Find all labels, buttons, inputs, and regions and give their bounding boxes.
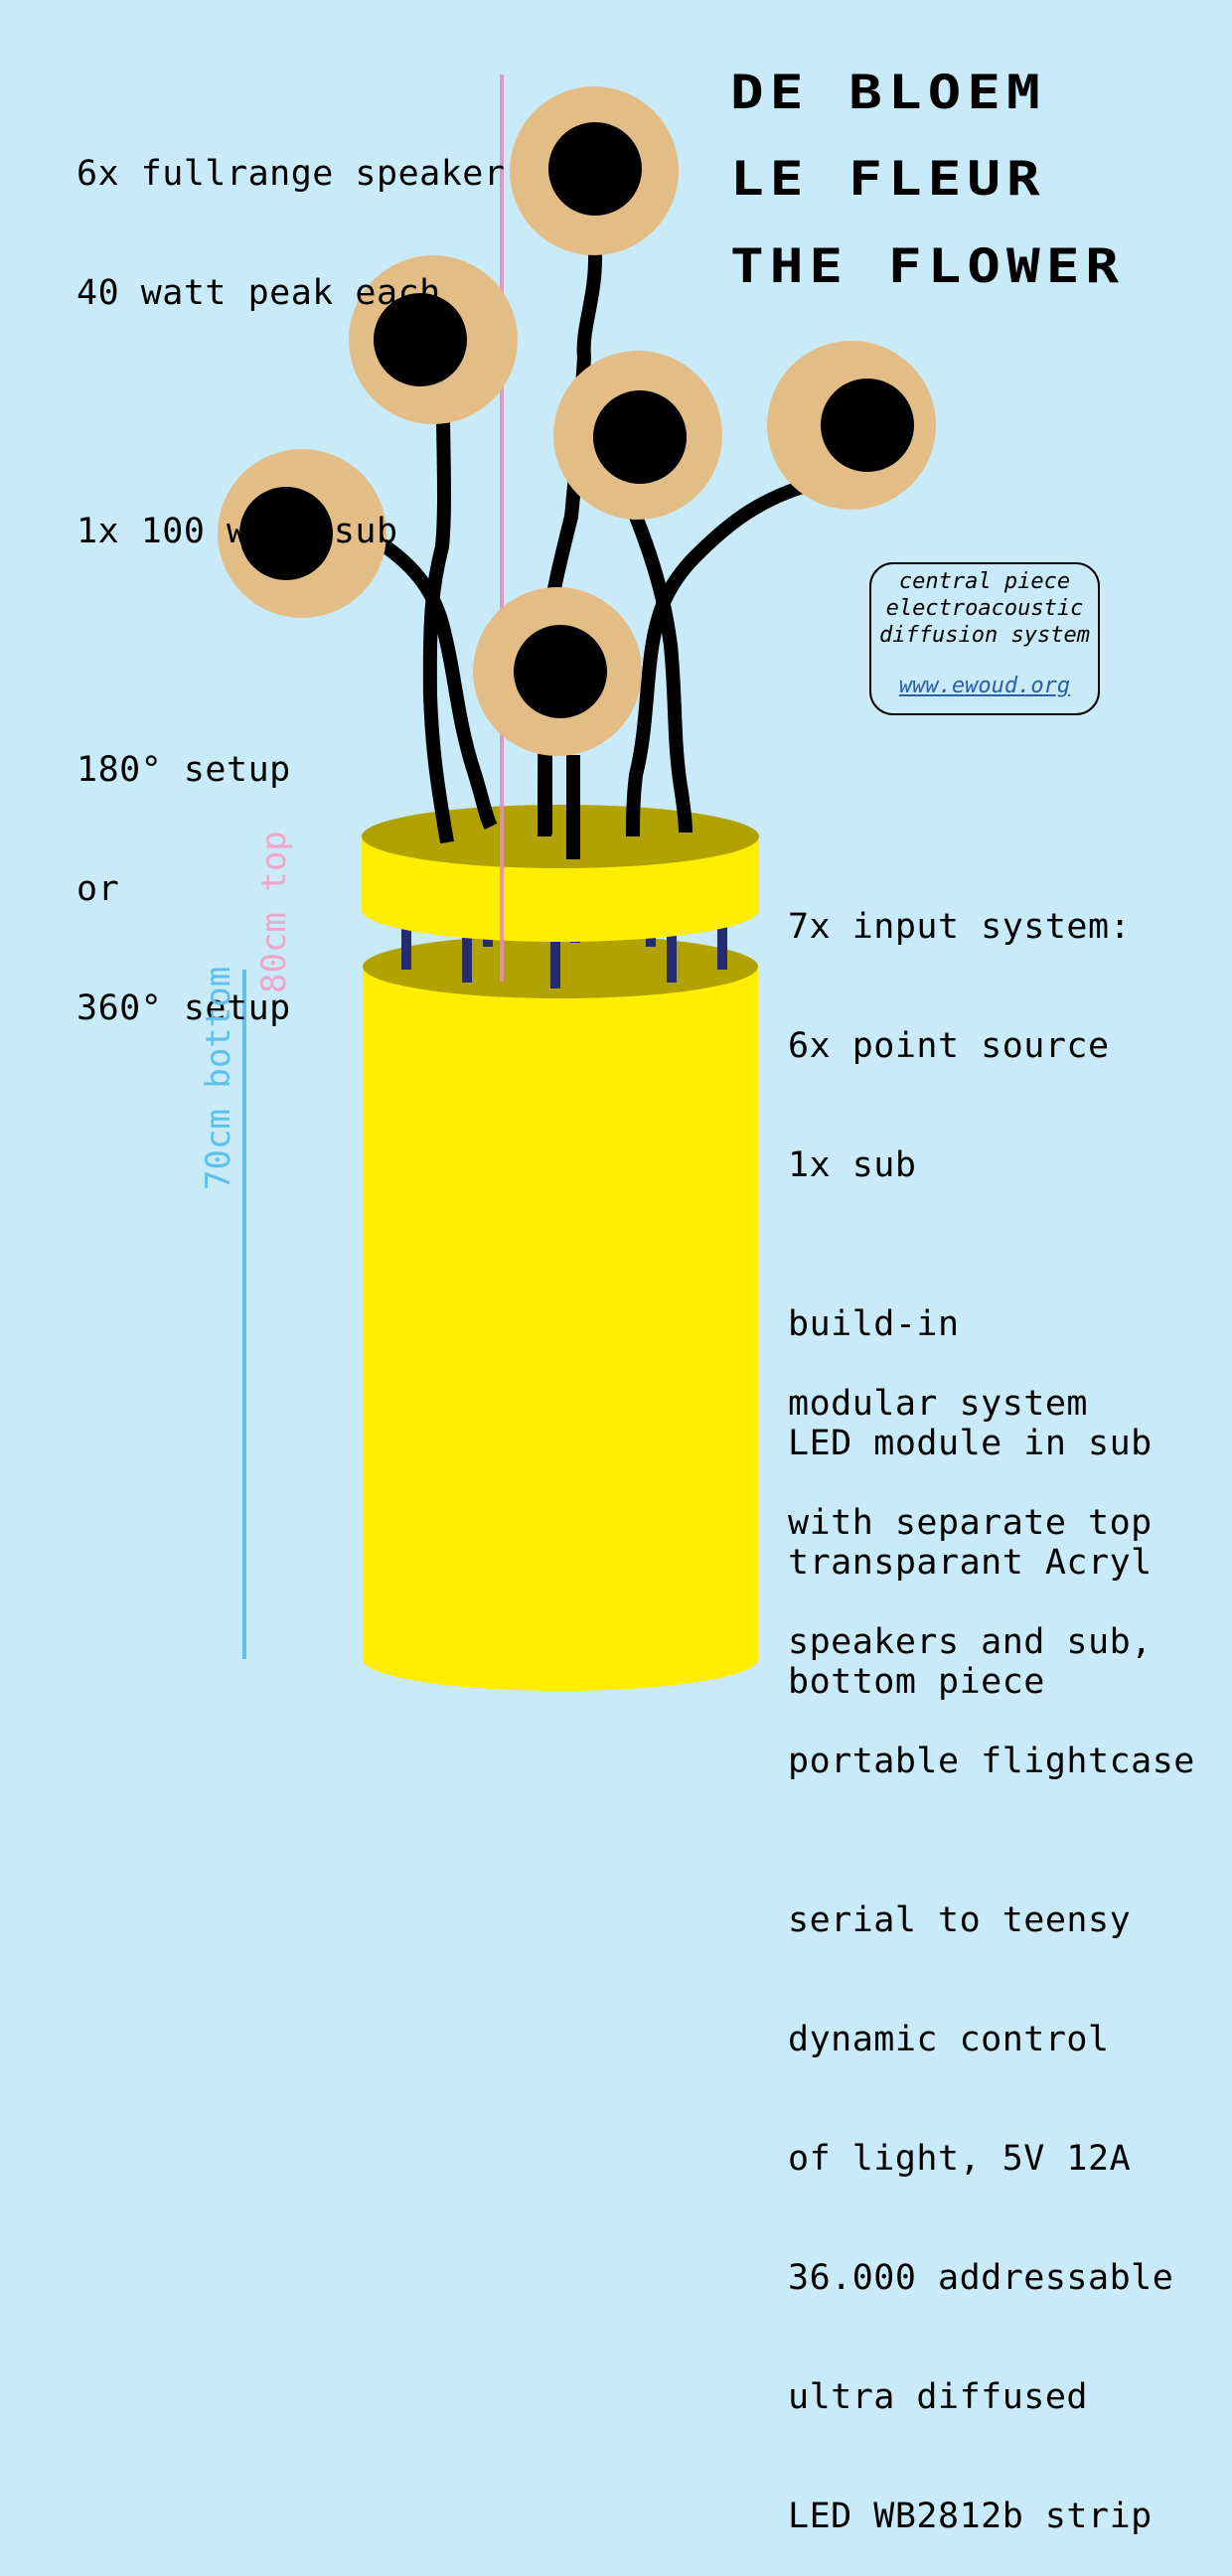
speaker-icon	[767, 341, 936, 510]
spec-line: 40 watt peak each	[77, 273, 441, 313]
spec-line: of light, 5V 12A	[788, 2139, 1132, 2179]
spec-line: serial to teensy	[788, 1900, 1132, 1940]
title-english: THE FLOWER	[730, 238, 1126, 294]
spec-line: 1x 100 watt sub	[77, 512, 398, 551]
speakers	[218, 86, 936, 756]
info-box: central piece electroacoustic diffusion …	[869, 562, 1100, 715]
spec-line: 6x fullrange speaker	[77, 154, 506, 194]
spec-line	[77, 392, 505, 432]
spec-line: 360° setup	[77, 988, 291, 1028]
speaker-icon	[473, 587, 642, 756]
spec-line	[77, 631, 505, 671]
title-dutch: DE BLOEM	[730, 65, 1046, 120]
info-line: central piece	[898, 569, 1071, 594]
spec-line: 180° setup	[77, 750, 291, 790]
speaker-specs: 6x fullrange speaker 40 watt peak each 1…	[77, 75, 505, 1068]
spec-line: LED WB2812b strip	[788, 2497, 1153, 2536]
speaker-icon	[510, 86, 679, 255]
top-cylinder	[362, 805, 759, 942]
info-line: diffusion system	[879, 623, 1090, 648]
speaker-icon	[218, 449, 386, 618]
stem	[629, 514, 693, 833]
sub-cylinder	[363, 935, 758, 1691]
stem	[626, 480, 806, 837]
spec-line: 36.000 addressable	[788, 2258, 1174, 2298]
speaker-icon	[553, 351, 722, 520]
top-cylinder-top	[362, 805, 759, 868]
website-link[interactable]: www.ewoud.org	[898, 674, 1071, 698]
spec-line: 6x point source	[788, 1026, 1110, 1066]
spec-line: speakers and sub,	[788, 1622, 1153, 1662]
spec-line: dynamic control	[788, 2020, 1110, 2059]
spec-line: ultra diffused	[788, 2377, 1089, 2417]
spec-line: 7x input system:	[788, 907, 1132, 947]
spec-line: bottom piece	[788, 1662, 1045, 1702]
top-height-label: 80cm top	[254, 831, 294, 993]
spec-line	[788, 1781, 1173, 1821]
speaker-icon	[349, 255, 518, 424]
bottom-height-label: 70cm bottom	[199, 966, 238, 1190]
spec-line: or	[77, 869, 120, 909]
led-specs: build-in LED module in sub transparant A…	[788, 1225, 1173, 2576]
flower-illustration	[218, 75, 936, 1691]
stem	[374, 535, 498, 831]
spec-line: with separate top	[788, 1503, 1153, 1543]
info-line: electroacoustic	[885, 596, 1084, 621]
spec-line: build-in	[788, 1304, 960, 1344]
title-french: LE FLEUR	[730, 151, 1046, 207]
spec-line: modular system	[788, 1384, 1089, 1424]
spec-line: transparant Acryl	[788, 1543, 1153, 1583]
spec-line: LED module in sub	[788, 1424, 1153, 1463]
spec-line: 1x sub	[788, 1145, 917, 1185]
